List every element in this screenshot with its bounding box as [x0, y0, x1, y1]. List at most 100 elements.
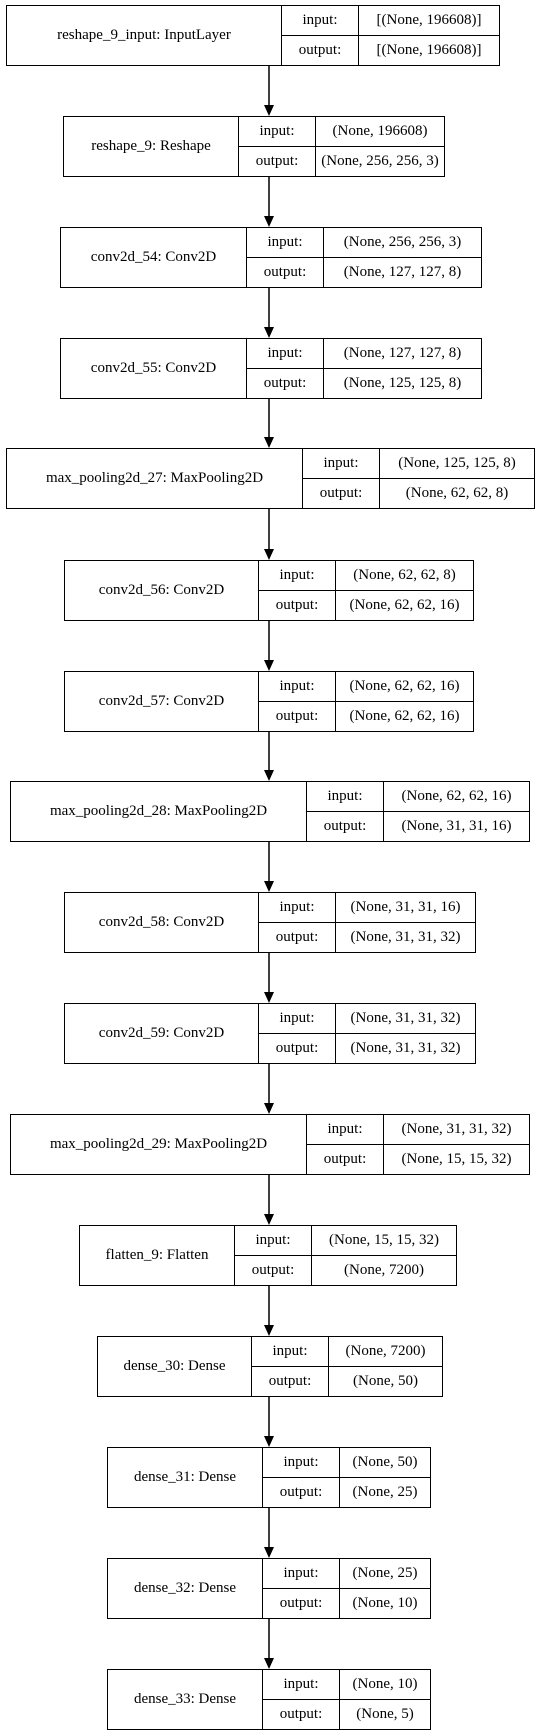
edge-arrowhead	[264, 549, 274, 560]
output-label: output:	[307, 1145, 384, 1174]
layer-name: conv2d_58: Conv2D	[65, 893, 259, 952]
output-label: output:	[282, 36, 359, 65]
input-label: input:	[247, 228, 324, 257]
layer-input-row: input:(None, 31, 31, 32)	[259, 1004, 475, 1033]
output-label: output:	[263, 1478, 340, 1507]
layer-name: conv2d_55: Conv2D	[61, 339, 247, 398]
output-shape: (None, 62, 62, 16)	[349, 708, 460, 724]
layer-output-row: output: [(None, 196608)]	[282, 35, 499, 65]
input-shape: (None, 31, 31, 32)	[350, 1010, 461, 1026]
layer-name: max_pooling2d_29: MaxPooling2D	[11, 1115, 307, 1174]
input-shape: (None, 62, 62, 16)	[349, 678, 460, 694]
layer-name: reshape_9: Reshape	[64, 117, 239, 176]
layer-name: conv2d_57: Conv2D	[65, 672, 259, 731]
layer-name: dense_30: Dense	[98, 1337, 252, 1396]
layer-output-row: output: (None, 31, 31, 32)	[259, 922, 475, 952]
layer-name: dense_31: Dense	[108, 1448, 263, 1507]
layer-name: dense_32: Dense	[108, 1559, 263, 1618]
layer-input-row: input:(None, 125, 125, 8)	[303, 449, 534, 478]
layer-input-row: input:(None, 25)	[263, 1559, 430, 1588]
output-shape: (None, 31, 31, 32)	[350, 929, 461, 945]
layer-output-row: output: (None, 125, 125, 8)	[247, 368, 481, 398]
input-shape: (None, 7200)	[345, 1343, 426, 1359]
layer-input-row: input:(None, 196608)	[239, 117, 444, 146]
edge-arrowhead	[264, 1103, 274, 1114]
output-shape: (None, 125, 125, 8)	[343, 375, 462, 391]
input-label: input:	[263, 1559, 340, 1588]
layer-output-row: output: (None, 5)	[263, 1699, 430, 1729]
layer-output-row: output:(None, 62, 62, 16)	[259, 590, 473, 620]
input-shape: (None, 31, 31, 32)	[401, 1121, 512, 1137]
output-shape: (None, 127, 127, 8)	[343, 264, 462, 280]
layer-output-row: output: (None, 15, 15, 32)	[307, 1144, 529, 1174]
input-label: input:	[247, 339, 324, 368]
output-label: output:	[263, 1589, 340, 1618]
edge-arrowhead	[264, 992, 274, 1003]
input-label: input:	[307, 1115, 384, 1144]
input-shape: (None, 196608)	[332, 123, 428, 139]
layer-output-row: output:(None, 31, 31, 16)	[307, 811, 529, 841]
layer-output-row: output: (None, 7200)	[235, 1255, 456, 1285]
output-shape: (None, 31, 31, 32)	[350, 1040, 461, 1056]
output-label: output:	[247, 258, 324, 287]
edge-arrowhead	[264, 1214, 274, 1225]
layer-name: flatten_9: Flatten	[80, 1226, 235, 1285]
layer-name: conv2d_56: Conv2D	[65, 561, 259, 620]
input-shape: (None, 10)	[352, 1676, 418, 1692]
layer-name: max_pooling2d_28: MaxPooling2D	[11, 782, 307, 841]
output-label: output:	[259, 591, 336, 620]
layer-output-row: output:(None, 50)	[252, 1366, 442, 1396]
layer-output-row: output: (None, 10)	[263, 1588, 430, 1618]
input-label: input:	[263, 1670, 340, 1699]
layer-input-row: input: (None, 31, 31, 32)	[307, 1115, 529, 1144]
layer-output-row: output:(None, 31, 31, 32)	[259, 1033, 475, 1063]
output-label: output:	[263, 1700, 340, 1729]
layer-output-row: output:(None, 62, 62, 8)	[303, 478, 534, 508]
edge-arrowhead	[264, 1436, 274, 1447]
output-shape: (None, 7200)	[344, 1262, 424, 1278]
output-label: output:	[259, 702, 336, 731]
layer-output-row: output:(None, 256, 256, 3)	[239, 146, 444, 176]
layer-input-row: input: (None, 256, 256, 3)	[247, 228, 481, 257]
input-shape: (None, 50)	[352, 1454, 418, 1470]
edge-arrowhead	[264, 105, 274, 116]
input-label: input:	[252, 1337, 329, 1366]
input-shape: (None, 62, 62, 16)	[401, 788, 512, 804]
input-label: input:	[307, 782, 384, 811]
layer-output-row: output: (None, 127, 127, 8)	[247, 257, 481, 287]
output-shape: [(None, 196608)]	[376, 42, 482, 58]
output-shape: (None, 5)	[356, 1706, 414, 1722]
layer-input-row: input:(None, 15, 15, 32)	[235, 1226, 456, 1255]
input-shape: (None, 256, 256, 3)	[343, 234, 462, 250]
input-label: input:	[259, 561, 336, 590]
output-shape: (None, 31, 31, 16)	[401, 818, 512, 834]
edge-arrowhead	[264, 770, 274, 781]
output-shape: (None, 50)	[353, 1373, 418, 1389]
output-shape: (None, 10)	[352, 1595, 418, 1611]
layer-name: conv2d_54: Conv2D	[61, 228, 247, 287]
edge-arrowhead	[264, 660, 274, 671]
output-label: output:	[259, 923, 336, 952]
layer-input-row: input: (None, 62, 62, 16)	[259, 672, 473, 701]
edge-arrowhead	[264, 1658, 274, 1669]
input-label: input:	[259, 672, 336, 701]
output-label: output:	[247, 369, 324, 398]
output-shape: (None, 15, 15, 32)	[401, 1151, 512, 1167]
layer-input-row: input: (None, 62, 62, 16)	[307, 782, 529, 811]
input-shape: (None, 62, 62, 8)	[353, 567, 456, 583]
edge-arrowhead	[264, 437, 274, 448]
output-label: output:	[235, 1256, 312, 1285]
